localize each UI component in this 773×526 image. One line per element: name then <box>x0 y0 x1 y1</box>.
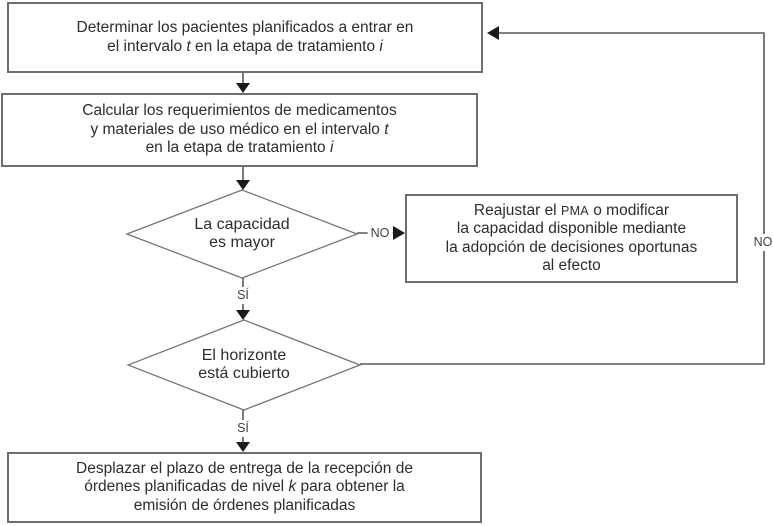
arrowhead-down-decision1 <box>236 180 250 190</box>
edge-label-si-horizonte: SÍ <box>234 420 252 437</box>
decision-capacidad-diamond <box>125 189 359 279</box>
process-desplazar-plazo: Desplazar el plazo de entrega de la rece… <box>7 452 482 523</box>
process-calcular-requerimientos: Calcular los requerimientos de medicamen… <box>1 93 478 167</box>
edge-label-no-capacidad: NO <box>367 225 393 242</box>
arrowhead-down-box2 <box>236 83 250 93</box>
edge-label-si-capacidad: SÍ <box>234 287 252 304</box>
arrowhead-down-box4 <box>236 442 250 452</box>
decision-horizonte-diamond <box>126 319 362 411</box>
arrowhead-down-decision2 <box>236 310 250 320</box>
arrowhead-left-box1 <box>487 26 499 40</box>
connector-feedback-loop <box>360 32 765 365</box>
edge-label-no-horizonte: NO <box>750 234 773 251</box>
arrowhead-right-box3 <box>393 226 405 240</box>
process-determinar-pacientes: Determinar los pacientes planificados a … <box>7 2 483 73</box>
